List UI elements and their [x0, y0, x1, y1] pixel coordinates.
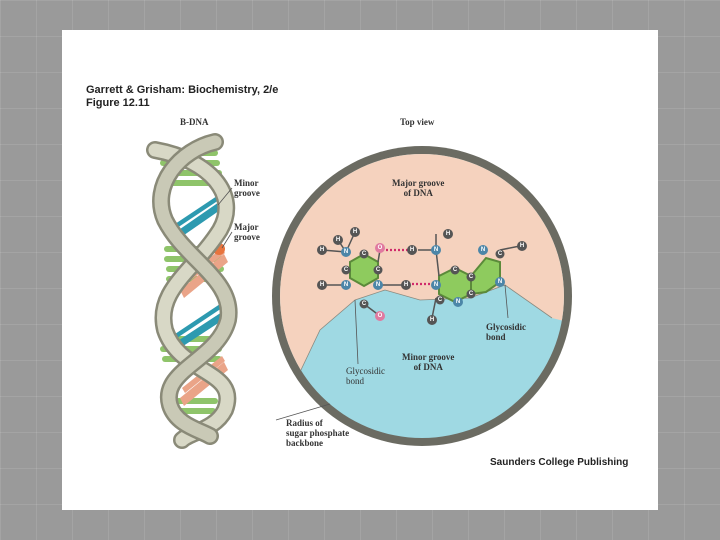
oxygen-atom: O — [375, 311, 385, 321]
helix-minor-groove-label: Minor groove — [234, 178, 260, 198]
svg-text:C: C — [362, 301, 367, 307]
glycosidic-bond-left-label: Glycosidic bond — [346, 366, 385, 386]
publisher-credit: Saunders College Publishing — [490, 457, 629, 468]
hydrogen-atom: H — [317, 245, 327, 255]
svg-text:H: H — [446, 231, 450, 237]
hydrogen-atom: H — [401, 280, 411, 290]
helix-major-groove-label: Major groove — [234, 222, 260, 242]
helix-base-pairs-teal — [170, 194, 226, 352]
carbon-atom: C — [435, 295, 445, 305]
nitrogen-atom: N — [495, 277, 505, 287]
nitrogen-atom: N — [373, 280, 383, 290]
top-view-minor-groove-label: Minor groove of DNA — [402, 352, 455, 372]
svg-text:O: O — [378, 245, 383, 251]
svg-text:C: C — [344, 267, 349, 273]
carbon-atom: C — [466, 289, 476, 299]
nitrogen-atom: N — [478, 245, 488, 255]
svg-text:N: N — [376, 282, 380, 288]
svg-text:H: H — [404, 282, 408, 288]
hydrogen-atom: H — [427, 315, 437, 325]
top-view-title: Top view — [400, 117, 435, 127]
carbon-atom: C — [373, 265, 383, 275]
nitrogen-atom: N — [341, 247, 351, 257]
svg-text:N: N — [344, 282, 348, 288]
svg-text:N: N — [481, 247, 485, 253]
hydrogen-atom: H — [517, 241, 527, 251]
figure-source-caption: Garrett & Grisham: Biochemistry, 2/e — [86, 84, 279, 96]
carbon-atom: C — [341, 265, 351, 275]
b-dna-title: B-DNA — [180, 117, 209, 127]
svg-text:N: N — [344, 249, 348, 255]
hydrogen-atom: H — [350, 227, 360, 237]
glycosidic-bond-right-label: Glycosidic bond — [486, 322, 526, 342]
top-view-major-groove-label: Major groove of DNA — [392, 178, 445, 198]
oxygen-atom: O — [375, 243, 385, 253]
svg-text:H: H — [320, 282, 324, 288]
nitrogen-atom: N — [431, 280, 441, 290]
svg-text:N: N — [498, 279, 502, 285]
carbon-atom: C — [450, 265, 460, 275]
nitrogen-atom: N — [431, 245, 441, 255]
svg-text:O: O — [378, 313, 383, 319]
svg-text:N: N — [456, 299, 460, 305]
svg-text:C: C — [469, 291, 474, 297]
major-groove-region — [280, 154, 564, 390]
svg-text:N: N — [434, 247, 438, 253]
hydrogen-atom: H — [407, 245, 417, 255]
svg-text:H: H — [353, 229, 357, 235]
base-pair-molecule: H H H H N C C C N N C O O H N H H N C C … — [317, 227, 527, 325]
carbon-atom: C — [359, 249, 369, 259]
carbon-atom: C — [495, 249, 505, 259]
figure-number-caption: Figure 12.11 — [86, 97, 150, 109]
b-dna-helix — [146, 133, 238, 449]
svg-text:H: H — [320, 247, 324, 253]
svg-text:C: C — [453, 267, 458, 273]
svg-text:H: H — [336, 237, 340, 243]
svg-text:C: C — [376, 267, 381, 273]
svg-text:C: C — [469, 274, 474, 280]
nitrogen-atom: N — [341, 280, 351, 290]
hydrogen-atom: H — [443, 229, 453, 239]
carbon-atom: C — [466, 272, 476, 282]
svg-text:N: N — [434, 282, 438, 288]
hydrogen-atom: H — [333, 235, 343, 245]
nitrogen-atom: N — [453, 297, 463, 307]
carbon-atom: C — [359, 299, 369, 309]
svg-text:C: C — [438, 297, 443, 303]
hydrogen-atom: H — [317, 280, 327, 290]
svg-text:C: C — [498, 251, 503, 257]
top-view-circle — [272, 146, 572, 446]
svg-text:H: H — [410, 247, 414, 253]
radius-backbone-label: Radius of sugar phosphate backbone — [286, 418, 350, 448]
svg-text:H: H — [520, 243, 524, 249]
svg-text:H: H — [430, 317, 434, 323]
svg-text:C: C — [362, 251, 367, 257]
